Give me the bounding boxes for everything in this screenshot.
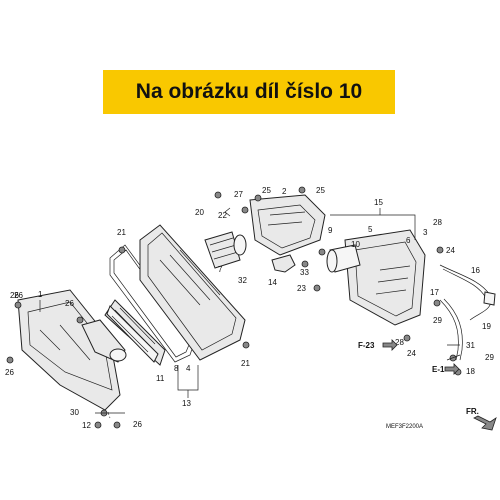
intake-duct-part <box>204 231 247 269</box>
label-27: 27 <box>234 190 243 199</box>
label-17: 17 <box>430 288 439 297</box>
label-10: 10 <box>351 240 360 249</box>
label-24-b: 24 <box>407 349 416 358</box>
label-25: 25 <box>262 186 271 195</box>
label-25-b: 25 <box>316 186 325 195</box>
label-23: 23 <box>297 284 306 293</box>
label-26-b: 26 <box>14 291 23 300</box>
label-1: 1 <box>38 290 43 299</box>
drain-tube-part <box>439 298 463 361</box>
label-28: 28 <box>433 218 442 227</box>
label-3: 3 <box>423 228 428 237</box>
ref-fr: FR. <box>466 407 479 416</box>
label-8: 8 <box>174 364 179 373</box>
label-20: 20 <box>195 208 204 217</box>
label-18: 18 <box>466 367 475 376</box>
resonator-part <box>326 229 426 326</box>
bolts-group <box>6 186 462 429</box>
label-29: 29 <box>433 316 442 325</box>
label-6: 6 <box>406 236 411 245</box>
label-7: 7 <box>218 265 223 274</box>
label-26-d: 26 <box>5 368 14 377</box>
bracket-part <box>271 254 296 273</box>
label-21: 21 <box>117 228 126 237</box>
label-16: 16 <box>471 266 480 275</box>
label-30: 30 <box>70 408 79 417</box>
diagram-code: MEF3F2200A <box>386 424 423 430</box>
label-26: 26 <box>10 291 19 300</box>
label-29-b: 29 <box>485 353 494 362</box>
label-15: 15 <box>374 198 383 207</box>
label-21-b: 21 <box>241 359 250 368</box>
label-4: 4 <box>186 364 191 373</box>
reference-labels: F-23 E-1 FR. MEF3F2200A <box>358 341 479 430</box>
breather-hose-part <box>439 264 496 321</box>
front-direction-arrow <box>473 415 497 431</box>
label-33: 33 <box>300 268 309 277</box>
label-26-c: 26 <box>65 299 74 308</box>
left-cover-part <box>17 289 121 411</box>
label-13: 13 <box>182 399 191 408</box>
label-9: 9 <box>328 226 333 235</box>
air-cleaner-case-part <box>139 224 246 361</box>
label-2: 2 <box>282 187 287 196</box>
label-12: 12 <box>82 421 91 430</box>
label-11: 11 <box>156 374 165 383</box>
reference-arrows <box>382 339 460 375</box>
label-22: 22 <box>218 211 227 220</box>
part-number-banner: Na obrázku díl číslo 10 <box>103 70 395 114</box>
label-31: 31 <box>466 341 475 350</box>
part-labels: 1 2 3 4 5 6 7 8 9 10 11 12 13 14 15 16 1… <box>5 186 494 430</box>
ref-f23: F-23 <box>358 341 375 350</box>
banner-title: Na obrázku díl číslo 10 <box>135 80 363 103</box>
ref-e1: E-1 <box>432 365 445 374</box>
label-32: 32 <box>238 276 247 285</box>
gasket-part <box>109 244 196 363</box>
label-24: 24 <box>446 246 455 255</box>
label-14: 14 <box>268 278 277 287</box>
upper-housing-part <box>249 194 326 256</box>
label-5: 5 <box>368 225 373 234</box>
label-28-b: 28 <box>395 338 404 347</box>
label-19: 19 <box>482 322 491 331</box>
filter-element-part <box>81 299 166 366</box>
leader-lines <box>39 207 461 419</box>
label-26-e: 26 <box>133 420 142 429</box>
